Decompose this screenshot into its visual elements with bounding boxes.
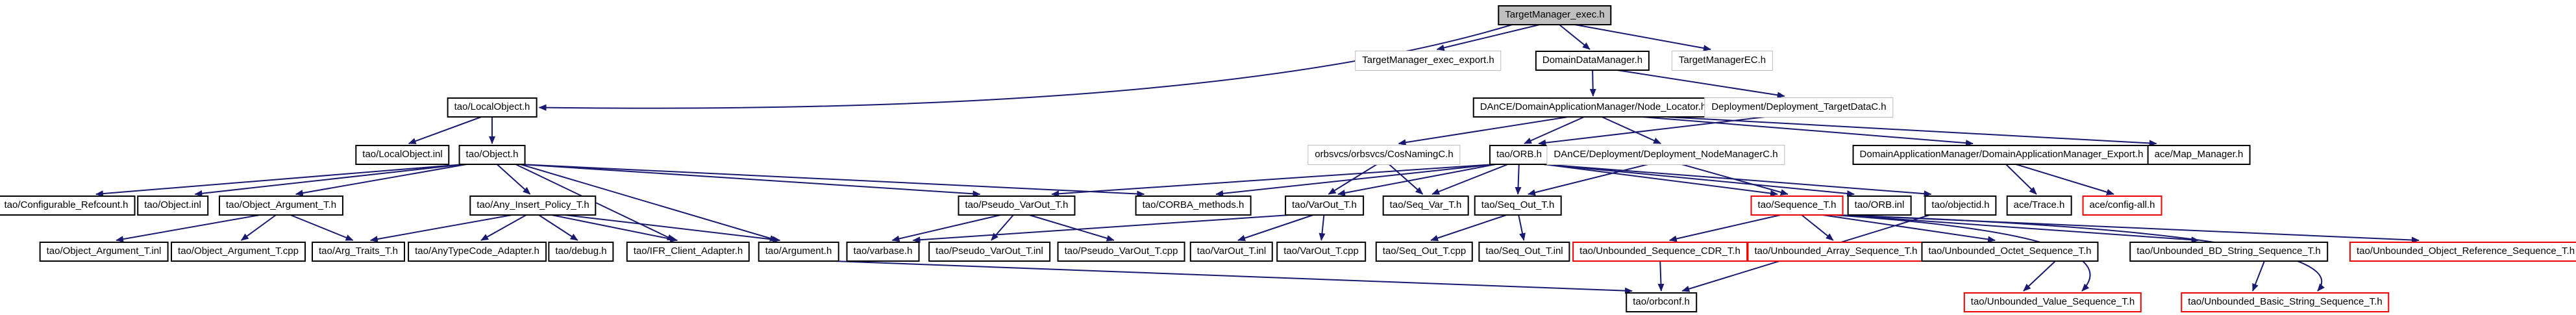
graph-node-socpp[interactable]: tao/Seq_Out_T.cpp: [1375, 242, 1474, 262]
graph-node-vocpp[interactable]: tao/VarOut_T.cpp: [1276, 242, 1366, 262]
graph-node-seqT[interactable]: tao/Sequence_T.h: [1750, 195, 1844, 216]
graph-node-voinl[interactable]: tao/VarOut_T.inl: [1189, 242, 1274, 262]
graph-node-cosnaming[interactable]: orbsvcs/orbsvcs/CosNamingC.h: [1307, 145, 1461, 165]
graph-node-objargcpp[interactable]: tao/Object_Argument_T.cpp: [171, 242, 306, 262]
graph-node-orbconf[interactable]: tao/orbconf.h: [1626, 292, 1697, 312]
graph-node-localobj[interactable]: tao/LocalObject.h: [447, 97, 538, 118]
graph-node-export[interactable]: TargetManager_exec_export.h: [1355, 51, 1502, 71]
graph-node-ifr[interactable]: tao/IFR_Client_Adapter.h: [626, 242, 750, 262]
graph-node-varbase[interactable]: tao/varbase.h: [846, 242, 920, 262]
graph-node-soinl[interactable]: tao/Seq_Out_T.inl: [1478, 242, 1570, 262]
graph-node-localobjinl[interactable]: tao/LocalObject.inl: [355, 145, 450, 165]
graph-node-ddm[interactable]: DomainDataManager.h: [1535, 51, 1650, 71]
graph-node-damexport[interactable]: DomainApplicationManager/DomainApplicati…: [1852, 145, 2151, 165]
graph-node-argument[interactable]: tao/Argument.h: [758, 242, 839, 262]
graph-node-pseudovo[interactable]: tao/Pseudo_VarOut_T.h: [958, 195, 1076, 216]
graph-node-objh[interactable]: tao/Object.h: [458, 145, 526, 165]
graph-node-orbinl[interactable]: tao/ORB.inl: [1847, 195, 1912, 216]
graph-node-exec[interactable]: TargetManager_exec.h: [1498, 5, 1612, 25]
graph-node-ucdr[interactable]: tao/Unbounded_Sequence_CDR_T.h: [1572, 242, 1748, 262]
graph-node-pvcpp[interactable]: tao/Pseudo_VarOut_T.cpp: [1057, 242, 1185, 262]
graph-node-ubasic[interactable]: tao/Unbounded_Basic_String_Sequence_T.h: [2181, 292, 2390, 312]
graph-node-targetdata[interactable]: Deployment/Deployment_TargetDataC.h: [1704, 97, 1894, 118]
graph-node-objinl[interactable]: tao/Object.inl: [137, 195, 208, 216]
graph-node-orbh[interactable]: tao/ORB.h: [1489, 145, 1550, 165]
graph-node-trace[interactable]: ace/Trace.h: [2006, 195, 2072, 216]
graph-node-varouth[interactable]: tao/VarOut_T.h: [1285, 195, 1364, 216]
graph-node-uobjref[interactable]: tao/Unbounded_Object_Reference_Sequence_…: [2349, 242, 2576, 262]
graph-node-anytc[interactable]: tao/AnyTypeCode_Adapter.h: [408, 242, 547, 262]
graph-node-nodemgrc[interactable]: DAnCE/Deployment/Deployment_NodeManagerC…: [1546, 145, 1785, 165]
graph-node-objarginl[interactable]: tao/Object_Argument_T.inl: [39, 242, 169, 262]
graph-node-corbameth[interactable]: tao/CORBA_methods.h: [1135, 195, 1252, 216]
graph-node-pvinl[interactable]: tao/Pseudo_VarOut_T.inl: [928, 242, 1050, 262]
graph-node-objargh[interactable]: tao/Object_Argument_T.h: [218, 195, 344, 216]
graph-node-argtraits[interactable]: tao/Arg_Traits_T.h: [312, 242, 405, 262]
graph-node-uarray[interactable]: tao/Unbounded_Array_Sequence_T.h: [1747, 242, 1925, 262]
graph-node-nodeloc[interactable]: DAnCE/DomainApplicationManager/Node_Loca…: [1472, 97, 1714, 118]
graph-node-objectid[interactable]: tao/objectid.h: [1924, 195, 1997, 216]
graph-node-seqout[interactable]: tao/Seq_Out_T.h: [1474, 195, 1562, 216]
graph-node-mapmgr[interactable]: ace/Map_Manager.h: [2147, 145, 2251, 165]
graph-node-configall[interactable]: ace/config-all.h: [2082, 195, 2162, 216]
graph-node-debug[interactable]: tao/debug.h: [548, 242, 614, 262]
graph-node-ubd[interactable]: tao/Unbounded_BD_String_Sequence_T.h: [2129, 242, 2328, 262]
graph-node-uoctet[interactable]: tao/Unbounded_Octet_Sequence_T.h: [1921, 242, 2099, 262]
graph-node-anyins[interactable]: tao/Any_Insert_Policy_T.h: [469, 195, 597, 216]
graph-node-ec[interactable]: TargetManagerEC.h: [1671, 51, 1774, 71]
graph-node-uvalue[interactable]: tao/Unbounded_Value_Sequence_T.h: [1963, 292, 2142, 312]
graph-node-confref[interactable]: tao/Configurable_Refcount.h: [0, 195, 136, 216]
graph-node-seqvar[interactable]: tao/Seq_Var_T.h: [1382, 195, 1469, 216]
